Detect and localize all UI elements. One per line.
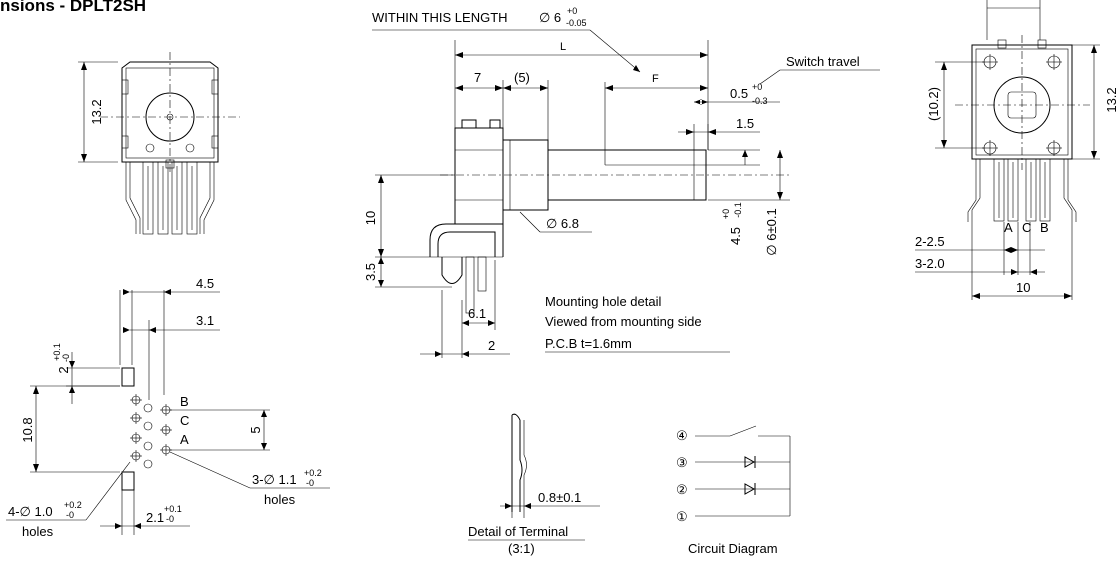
side-view: WITHIN THIS LENGTH ∅ 6 +0 -0.05 L 7 (5) … xyxy=(363,6,880,358)
holes4-holes: holes xyxy=(22,524,54,539)
circuit-pin-1: ① xyxy=(676,509,688,524)
terminal-c: C xyxy=(180,413,189,428)
front-height-dim: 13.2 xyxy=(89,99,104,124)
circuit-caption: Circuit Diagram xyxy=(688,541,778,556)
dim-6-8: ∅ 6.8 xyxy=(546,216,579,231)
terminal-detail-scale: (3:1) xyxy=(508,541,535,556)
holes4-tol-lower: -0 xyxy=(66,510,74,520)
holes3-tol-upper: +0.2 xyxy=(304,468,322,478)
circuit-diagram: ④ ③ ② ① Circuit Diagram xyxy=(676,425,791,556)
dim-1-5: 1.5 xyxy=(736,116,754,131)
dim-7: 7 xyxy=(474,70,481,85)
terminal-detail-caption: Detail of Terminal xyxy=(468,524,568,539)
rear-terminal-c: C xyxy=(1022,220,1031,235)
dim-3-5: 3.5 xyxy=(363,263,378,281)
dim-5-paren: (5) xyxy=(514,70,530,85)
rear-dim-2-2-5: 2-2.5 xyxy=(915,234,945,249)
pcb-note: P.C.B t=1.6mm xyxy=(545,336,632,351)
rear-dim-10: 10 xyxy=(1016,280,1030,295)
circuit-pin-2: ② xyxy=(676,482,688,497)
within-length-label: WITHIN THIS LENGTH xyxy=(372,10,508,25)
dim-2-1-tol-lower: -0 xyxy=(166,514,174,524)
terminal-detail: 0.8±0.1 Detail of Terminal (3:1) xyxy=(468,413,600,556)
dim-4-5: 4.5 xyxy=(196,276,214,291)
dim-10-8: 10.8 xyxy=(20,417,35,442)
terminal-a: A xyxy=(180,432,189,447)
holes3-tol-lower: -0 xyxy=(306,478,314,488)
dim-10: 10 xyxy=(363,211,378,225)
dim-2-1-tol-upper: +0.1 xyxy=(164,504,182,514)
mounting-hole-detail: 4.5 3.1 +0.1 2 -0 10.8 B C A xyxy=(6,276,330,539)
holes4-tol-upper: +0.2 xyxy=(64,500,82,510)
dim-F: F xyxy=(652,73,659,85)
terminal-b: B xyxy=(180,394,189,409)
rear-dim-3-2-0: 3-2.0 xyxy=(915,256,945,271)
within-tol-lower: -0.05 xyxy=(566,18,587,28)
mounting-notes: Mounting hole detail Viewed from mountin… xyxy=(545,294,730,353)
terminal-thickness: 0.8±0.1 xyxy=(538,490,581,505)
rear-terminal-b: B xyxy=(1040,220,1049,235)
dim-4-5-base: 4.5 xyxy=(728,227,743,245)
dim-6-1: 6.1 xyxy=(468,306,486,321)
dim-0-5-tol-upper: +0 xyxy=(752,82,762,92)
mounting-note-line1: Mounting hole detail xyxy=(545,294,661,309)
front-view: 13.2 xyxy=(78,52,240,235)
rear-dim-13-2: 13.2 xyxy=(1104,87,1119,112)
dim-2: 2 xyxy=(488,338,495,353)
dim-0-5-tol-lower: -0.3 xyxy=(752,96,768,106)
switch-travel-label: Switch travel xyxy=(786,54,860,69)
holes3-label: 3-∅ 1.1 xyxy=(252,472,297,487)
rear-terminal-a: A xyxy=(1004,220,1013,235)
dim-2-base: 2 xyxy=(56,366,71,373)
page-title: nsions - DPLT2SH xyxy=(0,0,147,15)
dim-6-shaft: ∅ 6±0.1 xyxy=(764,208,779,255)
dim-2-1-base: 2.1 xyxy=(146,510,164,525)
dim-3-1: 3.1 xyxy=(196,313,214,328)
within-dia: ∅ 6 xyxy=(539,10,561,25)
circuit-pin-3: ③ xyxy=(676,455,688,470)
mounting-note-line2: Viewed from mounting side xyxy=(545,314,702,329)
dim-L: L xyxy=(560,41,566,53)
holes4-label: 4-∅ 1.0 xyxy=(8,504,53,519)
dim-0-5-base: 0.5 xyxy=(730,86,748,101)
circuit-pin-4: ④ xyxy=(676,428,688,443)
dim-4-5-tol-upper: +0 xyxy=(721,209,731,219)
dim-4-5-tol-lower: -0.1 xyxy=(733,202,743,218)
rear-view: (10.2) 13.2 A C B 2-2.5 3-2.0 10 xyxy=(915,0,1119,300)
rear-dim-10-2: (10.2) xyxy=(926,87,941,121)
holes3-holes: holes xyxy=(264,492,296,507)
within-tol-upper: +0 xyxy=(567,6,577,16)
dim-2-tol-upper: +0.1 xyxy=(52,343,62,361)
dim-5: 5 xyxy=(248,426,263,433)
dim-2-tol-lower: -0 xyxy=(61,354,71,362)
